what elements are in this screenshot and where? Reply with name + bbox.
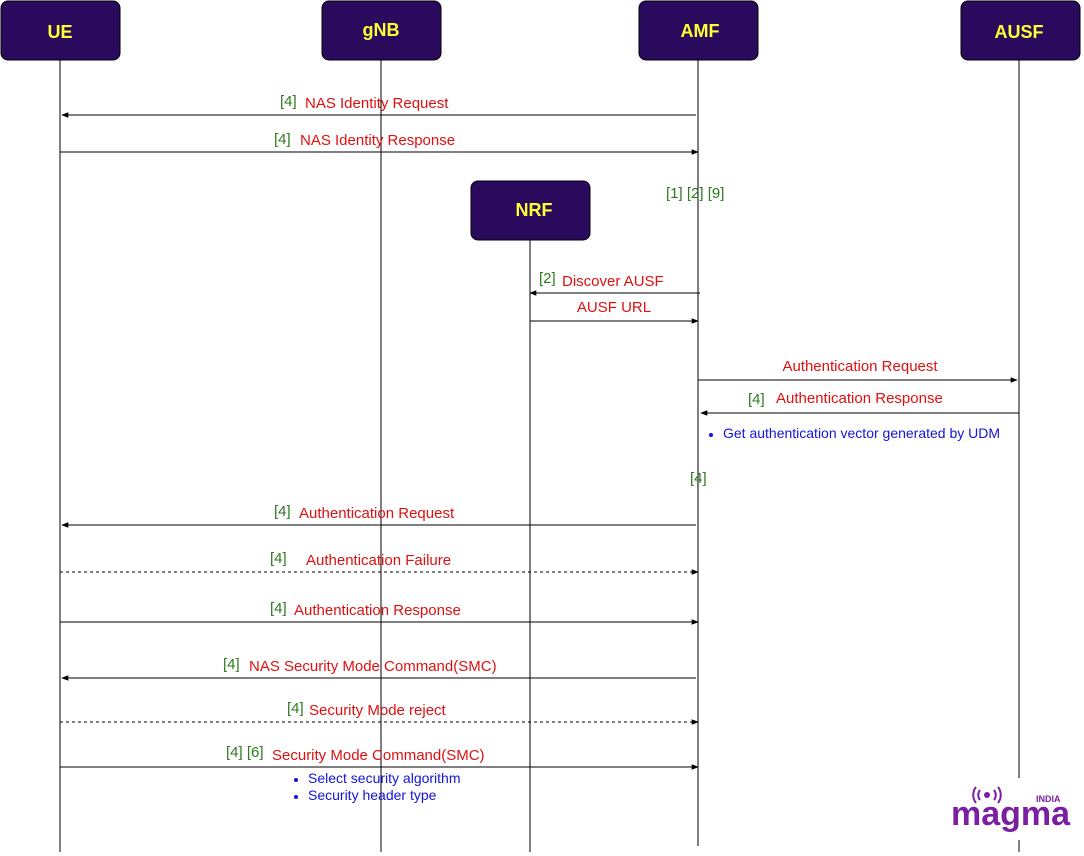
magma-india-logo: magma INDIA xyxy=(944,778,1082,840)
message-ref: [2] xyxy=(539,270,556,287)
message-label: AUSF URL xyxy=(577,299,651,316)
antenna-dot-icon xyxy=(984,792,990,798)
note-item: Get authentication vector generated by U… xyxy=(723,425,1000,441)
message-label: Security Mode Command(SMC) xyxy=(272,747,485,764)
bullet-icon xyxy=(294,795,298,799)
actor-ausf[interactable]: AUSF xyxy=(960,0,1081,61)
message-ref: [4] xyxy=(270,600,287,617)
actor-ue[interactable]: UE xyxy=(0,0,121,61)
actor-ue-label: UE xyxy=(47,22,72,42)
message-ref: [4] xyxy=(270,550,287,567)
message-ref: [4] xyxy=(748,391,765,408)
note-item: Select security algorithm xyxy=(308,770,461,786)
message-label: Authentication Response xyxy=(294,602,461,619)
message-discover-ausf: [2] Discover AUSF xyxy=(529,270,700,296)
message-label: NAS Identity Response xyxy=(300,132,455,149)
message-nas-identity-request: [4] NAS Identity Request xyxy=(61,93,696,118)
message-ausf-url: AUSF URL xyxy=(530,299,699,324)
actor-ausf-label: AUSF xyxy=(995,22,1044,42)
message-ref: [4] xyxy=(223,656,240,673)
message-nas-security-mode-command: [4] NAS Security Mode Command(SMC) xyxy=(61,656,696,681)
amf-top-refs: [1] [2] [9] xyxy=(666,185,724,202)
message-ref: [4] xyxy=(287,700,304,717)
message-nas-identity-response: [4] NAS Identity Response xyxy=(60,131,699,155)
actor-amf-label: AMF xyxy=(681,21,720,41)
bullet-icon xyxy=(709,433,713,437)
note-item: Security header type xyxy=(308,787,437,803)
message-label: Authentication Request xyxy=(782,358,938,375)
antenna-icon xyxy=(972,786,1002,804)
logo-brand: magma xyxy=(951,795,1071,833)
amf-mid-ref: [4] xyxy=(690,470,707,487)
message-ref: [4] xyxy=(280,93,297,110)
message-label: Security Mode reject xyxy=(309,702,447,719)
note-smc: Select security algorithm Security heade… xyxy=(294,770,461,803)
message-security-mode-command: [4] [6] Security Mode Command(SMC) xyxy=(60,744,699,770)
bullet-icon xyxy=(294,778,298,782)
message-label: Authentication Response xyxy=(776,390,943,407)
message-authentication-failure: [4] Authentication Failure xyxy=(60,550,699,575)
actor-gnb[interactable]: gNB xyxy=(321,0,442,61)
message-authentication-response-ausf: [4] Authentication Response xyxy=(700,390,1019,416)
actor-nrf[interactable]: NRF xyxy=(470,180,591,241)
logo-region: INDIA xyxy=(1036,794,1061,804)
message-ref: [4] [6] xyxy=(226,744,264,761)
message-authentication-response-ue: [4] Authentication Response xyxy=(60,600,699,625)
message-security-mode-reject: [4] Security Mode reject xyxy=(60,700,699,725)
actor-amf[interactable]: AMF xyxy=(638,0,759,61)
message-label: NAS Identity Request xyxy=(305,95,449,112)
note-auth-vector: Get authentication vector generated by U… xyxy=(709,425,1000,441)
message-label: Authentication Request xyxy=(299,505,455,522)
message-authentication-request-ue: [4] Authentication Request xyxy=(61,503,696,528)
message-authentication-request-ausf: Authentication Request xyxy=(698,358,1018,383)
message-label: NAS Security Mode Command(SMC) xyxy=(249,658,497,675)
message-label: Authentication Failure xyxy=(306,552,451,569)
message-label: Discover AUSF xyxy=(562,273,664,290)
message-ref: [4] xyxy=(274,131,291,148)
actor-nrf-label: NRF xyxy=(516,200,553,220)
message-ref: [4] xyxy=(274,503,291,520)
actor-gnb-label: gNB xyxy=(363,20,400,40)
